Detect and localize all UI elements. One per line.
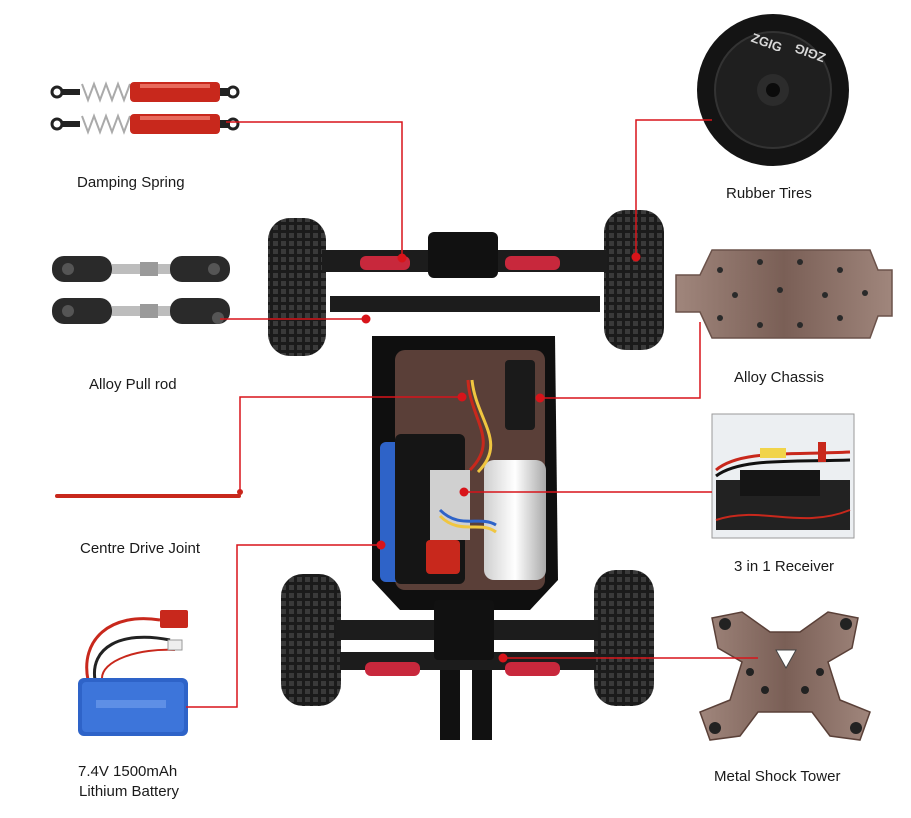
- metal-shock-tower-image: [699, 611, 871, 741]
- battery-image: [78, 610, 188, 736]
- label-alloy-chassis: Alloy Chassis: [734, 369, 825, 386]
- label-battery-capacity: 7.4V 1500mAh: [78, 763, 178, 780]
- alloy-pull-rod-image: [52, 256, 230, 324]
- leader-battery: [186, 544, 381, 708]
- leader-dots: [361, 252, 641, 663]
- dot-alloy-chassis: [535, 393, 545, 403]
- dot-battery: [376, 540, 386, 550]
- leader-centre-drive: [239, 396, 462, 492]
- rc-car-image: [268, 210, 664, 740]
- dot-rubber-tire: [631, 252, 641, 262]
- rubber-tire-image: ZGIG ZGIG: [697, 14, 849, 166]
- label-battery-type: Lithium Battery: [79, 783, 180, 800]
- label-alloy-pull-rod: Alloy Pull rod: [89, 376, 177, 393]
- label-centre-drive-joint: Centre Drive Joint: [80, 540, 201, 557]
- dot-shock-tower: [498, 653, 508, 663]
- dot-damping-spring: [397, 253, 407, 263]
- leader-rubber-tire: [635, 119, 712, 257]
- centre-drive-joint-image: [55, 489, 243, 498]
- label-damping-spring: Damping Spring: [77, 174, 185, 191]
- leader-lines: [186, 119, 758, 708]
- label-receiver: 3 in 1 Receiver: [734, 558, 835, 575]
- damping-spring-image: [50, 81, 240, 135]
- receiver-image: [711, 413, 855, 539]
- leader-alloy-chassis: [540, 322, 701, 399]
- dot-centre-drive: [457, 392, 467, 402]
- dot-pull-rod: [361, 314, 371, 324]
- leader-damping-spring: [226, 121, 403, 258]
- alloy-chassis-image: [675, 249, 893, 339]
- label-metal-shock-tower: Metal Shock Tower: [714, 768, 841, 785]
- label-rubber-tires: Rubber Tires: [726, 185, 812, 202]
- dot-receiver: [459, 487, 469, 497]
